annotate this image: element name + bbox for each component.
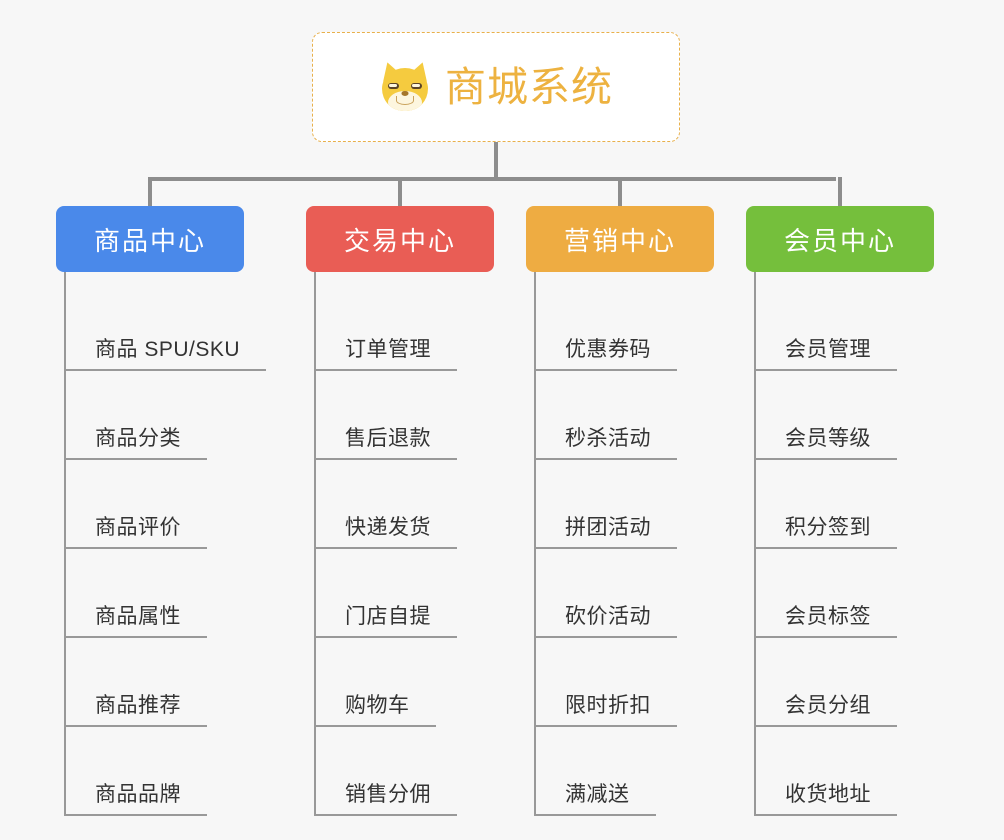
leaf-item[interactable]: 会员分组 xyxy=(746,638,934,727)
branch-column-2: 交易中心订单管理售后退款快递发货门店自提购物车销售分佣 xyxy=(306,206,494,816)
leaf-label: 订单管理 xyxy=(314,333,457,371)
leaf-item[interactable]: 门店自提 xyxy=(306,549,494,638)
leaf-label: 商品评价 xyxy=(64,511,207,549)
leaf-item[interactable]: 拼团活动 xyxy=(526,460,714,549)
leaf-label: 砍价活动 xyxy=(534,600,677,638)
leaf-item[interactable]: 快递发货 xyxy=(306,460,494,549)
connector-root-stem xyxy=(494,142,498,179)
root-node-mall-system[interactable]: 商城系统 xyxy=(312,32,680,142)
leaf-item[interactable]: 售后退款 xyxy=(306,371,494,460)
leaf-label: 会员分组 xyxy=(754,689,897,727)
leaf-list-3: 优惠券码秒杀活动拼团活动砍价活动限时折扣满减送 xyxy=(526,272,714,816)
leaf-label: 积分签到 xyxy=(754,511,897,549)
leaf-list-4: 会员管理会员等级积分签到会员标签会员分组收货地址 xyxy=(746,272,934,816)
leaf-label: 优惠券码 xyxy=(534,333,677,371)
connector-drop-4 xyxy=(838,177,842,209)
leaf-item[interactable]: 秒杀活动 xyxy=(526,371,714,460)
leaf-item[interactable]: 购物车 xyxy=(306,638,494,727)
connector-drop-3 xyxy=(618,177,622,209)
leaf-item[interactable]: 商品 SPU/SKU xyxy=(56,282,267,371)
leaf-list-2: 订单管理售后退款快递发货门店自提购物车销售分佣 xyxy=(306,272,494,816)
leaf-label: 秒杀活动 xyxy=(534,422,677,460)
leaf-item[interactable]: 会员管理 xyxy=(746,282,934,371)
leaf-trunk-1 xyxy=(64,272,66,816)
leaf-item[interactable]: 商品推荐 xyxy=(56,638,244,727)
leaf-item[interactable]: 优惠券码 xyxy=(526,282,714,371)
branch-column-1: 商品中心商品 SPU/SKU 商品分类商品评价商品属性商品推荐商品品牌 xyxy=(56,206,267,816)
leaf-item[interactable]: 销售分佣 xyxy=(306,727,494,816)
leaf-label: 拼团活动 xyxy=(534,511,677,549)
leaf-label: 商品属性 xyxy=(64,600,207,638)
branch-header-1[interactable]: 商品中心 xyxy=(56,206,244,272)
leaf-label: 商品品牌 xyxy=(64,778,207,816)
leaf-trunk-3 xyxy=(534,272,536,816)
leaf-label: 收货地址 xyxy=(754,778,897,816)
leaf-label: 销售分佣 xyxy=(314,778,457,816)
leaf-item[interactable]: 商品分类 xyxy=(56,371,244,460)
leaf-label: 会员标签 xyxy=(754,600,897,638)
branch-header-4[interactable]: 会员中心 xyxy=(746,206,934,272)
connector-drop-2 xyxy=(398,177,402,209)
leaf-trunk-2 xyxy=(314,272,316,816)
leaf-label: 会员管理 xyxy=(754,333,897,371)
leaf-item[interactable]: 商品评价 xyxy=(56,460,244,549)
leaf-item[interactable]: 限时折扣 xyxy=(526,638,714,727)
leaf-item[interactable]: 收货地址 xyxy=(746,727,934,816)
dog-face-icon xyxy=(377,59,433,112)
leaf-item[interactable]: 商品属性 xyxy=(56,549,244,638)
leaf-item[interactable]: 满减送 xyxy=(526,727,714,816)
branch-column-4: 会员中心会员管理会员等级积分签到会员标签会员分组收货地址 xyxy=(746,206,934,816)
leaf-trunk-4 xyxy=(754,272,756,816)
branch-column-3: 营销中心优惠券码秒杀活动拼团活动砍价活动限时折扣满减送 xyxy=(526,206,714,816)
leaf-label: 售后退款 xyxy=(314,422,457,460)
leaf-item[interactable]: 订单管理 xyxy=(306,282,494,371)
connector-drop-1 xyxy=(148,177,152,209)
connector-horizontal-bus xyxy=(148,177,836,181)
leaf-list-1: 商品 SPU/SKU 商品分类商品评价商品属性商品推荐商品品牌 xyxy=(56,272,267,816)
leaf-label: 会员等级 xyxy=(754,422,897,460)
leaf-label: 快递发货 xyxy=(314,511,457,549)
leaf-label: 商品推荐 xyxy=(64,689,207,727)
leaf-item[interactable]: 会员标签 xyxy=(746,549,934,638)
leaf-item[interactable]: 积分签到 xyxy=(746,460,934,549)
leaf-label: 限时折扣 xyxy=(534,689,677,727)
branch-header-3[interactable]: 营销中心 xyxy=(526,206,714,272)
leaf-label: 门店自提 xyxy=(314,600,457,638)
branch-header-2[interactable]: 交易中心 xyxy=(306,206,494,272)
leaf-label: 商品 SPU/SKU xyxy=(64,333,267,371)
leaf-label: 商品分类 xyxy=(64,422,207,460)
leaf-item[interactable]: 会员等级 xyxy=(746,371,934,460)
leaf-label: 购物车 xyxy=(314,689,436,727)
leaf-item[interactable]: 商品品牌 xyxy=(56,727,244,816)
leaf-item[interactable]: 砍价活动 xyxy=(526,549,714,638)
root-node-title: 商城系统 xyxy=(445,63,613,110)
leaf-label: 满减送 xyxy=(534,778,656,816)
